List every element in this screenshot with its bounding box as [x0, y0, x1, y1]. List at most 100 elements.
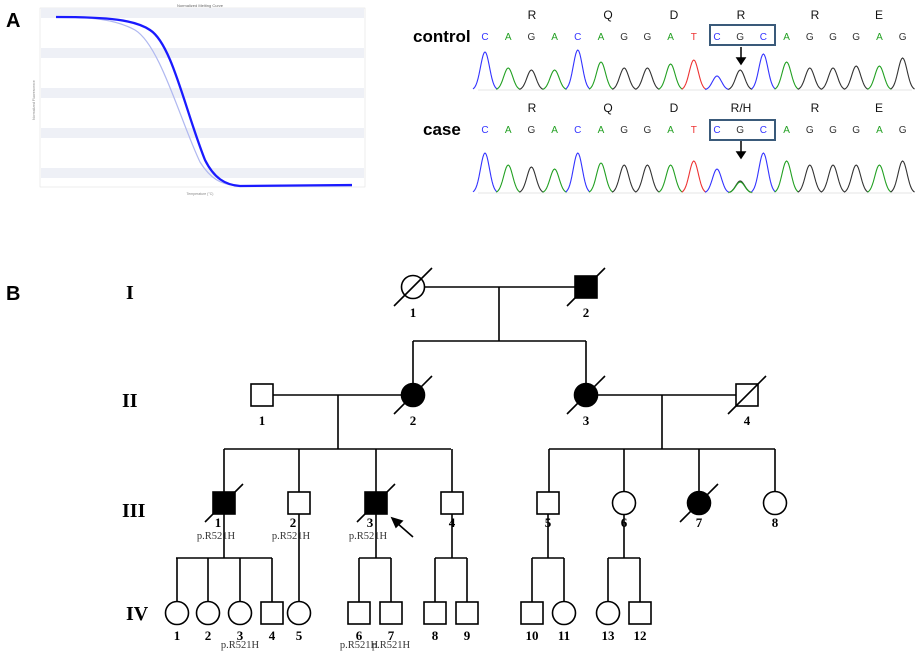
variant-label: p.R521H [340, 640, 379, 651]
chromatogram-peak [820, 67, 846, 90]
case-label: case [423, 120, 461, 139]
variant-label: p.R521H [221, 640, 260, 651]
chromatogram-peak [588, 162, 614, 193]
chromatogram-peak [774, 160, 799, 193]
chromatogram-peak [611, 164, 637, 193]
individual-iii-3: 3p.R521H [349, 483, 396, 542]
individual-iv-8: 8 [423, 601, 447, 643]
proband-arrow [390, 516, 414, 538]
male-symbol [423, 601, 447, 625]
individual-number: 8 [432, 628, 439, 643]
male-symbol [536, 491, 560, 515]
deceased-slash [727, 375, 767, 415]
female-symbol [611, 490, 637, 516]
amino-acid-label: D [670, 101, 679, 115]
base-call: G [620, 32, 628, 43]
codon-box-control [709, 24, 776, 46]
base-call: A [876, 32, 883, 43]
amino-acid-label: R/H [731, 101, 752, 115]
chromatogram-peak [704, 168, 730, 193]
individual-iii-2: 2p.R521H [272, 491, 311, 542]
individual-number: 6 [356, 628, 363, 643]
base-call: G [806, 32, 814, 43]
individual-number: 4 [269, 628, 276, 643]
panel-label-b: B [6, 283, 20, 305]
base-call: G [852, 32, 860, 43]
gen-label: IV [126, 603, 149, 625]
chromatogram-peak [565, 49, 591, 90]
base-call: A [783, 32, 790, 43]
deceased-slash [566, 375, 606, 415]
base-call: G [644, 125, 652, 136]
deceased-slash [393, 267, 433, 307]
individual-iii-4: 4 [440, 491, 464, 530]
arrow-case [735, 141, 747, 160]
individual-ii-4: 4 [727, 375, 767, 428]
chromatogram-peak [751, 152, 776, 193]
x-axis-label: Temperature (°C) [187, 192, 214, 196]
female-symbol [227, 600, 253, 626]
base-call: G [829, 32, 837, 43]
base-call: C [760, 32, 767, 43]
generation-labels: I II III IV [122, 282, 149, 625]
individual-number: 5 [296, 628, 303, 643]
base-call: C [481, 32, 488, 43]
individual-number: 5 [545, 515, 552, 530]
male-symbol [250, 383, 274, 407]
y-axis-label: Normalized Fluorescence [32, 80, 36, 120]
amino-acid-label: R [811, 101, 820, 115]
individual-number: 7 [696, 515, 703, 530]
individual-number: 3 [367, 515, 374, 530]
grid-band [41, 168, 364, 178]
base-call: C [760, 125, 767, 136]
individual-number: 3 [583, 413, 590, 428]
amino-acid-label: R [811, 8, 820, 22]
chart-title: Normalized Melting Curve [177, 3, 224, 8]
individual-iii-5: 5 [536, 491, 560, 530]
individual-iv-13: 13 [595, 600, 621, 643]
codon-box-case [709, 119, 776, 141]
base-call: A [505, 32, 512, 43]
base-call: T [691, 32, 697, 43]
individual-number: 2 [290, 515, 297, 530]
chromatogram-peak [588, 61, 614, 90]
panel-label-a: A [6, 10, 20, 32]
individual-iv-12: 12 [628, 601, 652, 643]
chromatogram-peak [843, 65, 869, 90]
base-call: G [620, 125, 628, 136]
amino-acid-label: Q [603, 8, 612, 22]
individual-ii-3: 3 [566, 375, 606, 428]
chromatogram-peak [751, 53, 776, 90]
male-symbol [440, 491, 464, 515]
individual-number: 2 [583, 305, 590, 320]
variant-label: p.R521H [197, 531, 236, 542]
arrow-control [735, 47, 747, 66]
chromatogram-peak [867, 65, 892, 90]
chromatogram-peak [472, 152, 498, 193]
male-symbol [455, 601, 479, 625]
chromatogram-peak-mutant [728, 181, 753, 194]
amino-acid-label: E [875, 8, 883, 22]
chromatogram-peak [519, 166, 544, 193]
individual-iii-7: 7 [679, 483, 719, 530]
base-call: A [598, 125, 605, 136]
individual-number: 8 [772, 515, 779, 530]
grid-band [41, 88, 364, 98]
chromatogram-peak [472, 51, 498, 90]
melting-curve-case [55, 15, 353, 188]
individual-number: 3 [237, 628, 244, 643]
chromatogram-peak [542, 168, 567, 193]
individual-number: 10 [526, 628, 539, 643]
grid-bands [41, 8, 364, 178]
base-call: A [598, 32, 605, 43]
grid-band [41, 48, 364, 58]
individual-number: 13 [602, 628, 616, 643]
male-symbol [287, 491, 311, 515]
male-symbol [520, 601, 544, 625]
variant-label: p.R521H [272, 531, 311, 542]
individual-number: 7 [388, 628, 395, 643]
amino-acid-label: D [670, 8, 679, 22]
male-symbol [260, 601, 284, 625]
